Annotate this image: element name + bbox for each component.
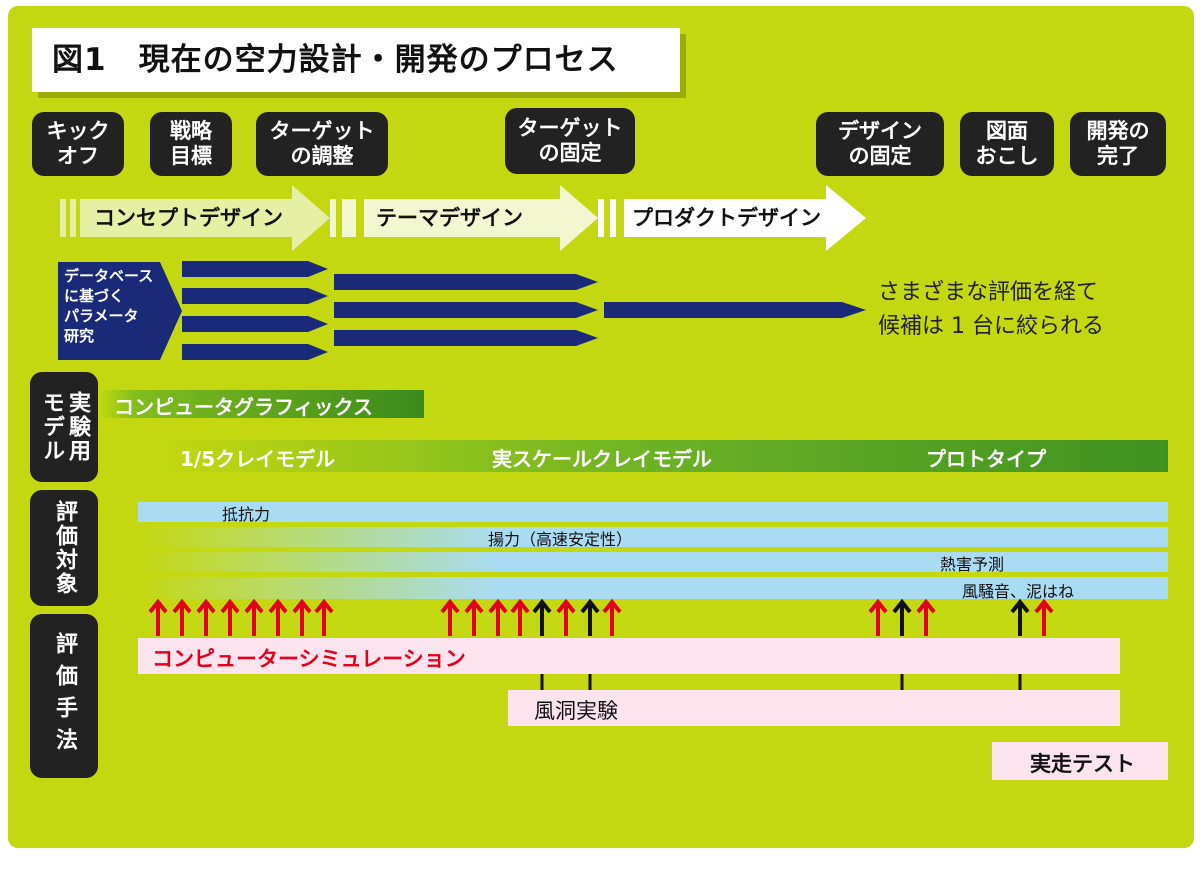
road-test-box [992, 742, 1168, 780]
target-heat-label: 熱害予測 [940, 555, 1005, 574]
navy-arrows [182, 261, 866, 360]
target-lift-label: 揚力（高速安定性） [488, 530, 633, 549]
clay-bar [156, 440, 1168, 472]
cg-bar [98, 390, 424, 418]
category-target: 評価対象 [30, 490, 98, 606]
phase-concept-label: コンセプトデザイン [94, 206, 283, 230]
cae-label: コンピューターシミュレーション [152, 647, 466, 671]
category-model-line2: モデル [39, 391, 64, 463]
target-bar-drag [138, 502, 1168, 522]
cg-label: コンピュータグラフィックス [114, 395, 373, 419]
parameter-study-label: データベース に基づく パラメータ 研究 [64, 267, 154, 345]
milestone-strategic-goal: 戦略 目標 [150, 112, 232, 176]
category-method-label: 評価手法 [52, 632, 77, 760]
phase-product-label: プロダクトデザイン [632, 206, 821, 230]
phase-arrow-theme [330, 185, 598, 251]
category-model-line1: 実験用 [65, 391, 90, 463]
target-drag-label: 抵抗力 [222, 505, 271, 524]
milestone-kickoff: キック オフ [32, 112, 124, 176]
clay-small-label: 1/5クレイモデル [180, 447, 336, 471]
prototype-label: プロトタイプ [926, 447, 1046, 471]
milestone-dev-complete: 開発の 完了 [1070, 112, 1166, 176]
wind-tunnel-ticks [540, 674, 1022, 690]
figure-title: 図1 現在の空力設計・開発のプロセス [52, 42, 619, 78]
cae-box [138, 638, 1120, 674]
selection-note: さまざまな評価を経て 候補は 1 台に絞られる [878, 280, 1104, 339]
target-noise-label: 風騒音、泥はね [962, 582, 1075, 601]
clay-full-label: 実スケールクレイモデル [492, 447, 712, 471]
phase-arrow-product [598, 185, 866, 251]
milestone-target-fix: ターゲット の固定 [505, 108, 635, 174]
milestone-drawing: 図面 おこし [960, 112, 1054, 176]
phase-theme-label: テーマデザイン [376, 206, 523, 230]
category-model: 実験用 モデル [30, 372, 98, 482]
wind-tunnel-label: 風洞実験 [534, 699, 618, 723]
wind-tunnel-box [508, 690, 1120, 726]
category-target-label: 評価対象 [52, 500, 77, 596]
category-method: 評価手法 [30, 614, 98, 778]
target-bar-heat [138, 552, 1168, 572]
parameter-study-box [58, 262, 182, 360]
road-test-label: 実走テスト [1030, 752, 1135, 776]
milestone-target-adjust: ターゲット の調整 [256, 112, 388, 176]
title-box [32, 28, 680, 92]
target-bar-lift [138, 527, 1168, 547]
milestone-design-fix: デザイン の固定 [816, 112, 944, 176]
phase-arrow-concept [60, 185, 330, 251]
target-bar-noise [138, 577, 1168, 599]
